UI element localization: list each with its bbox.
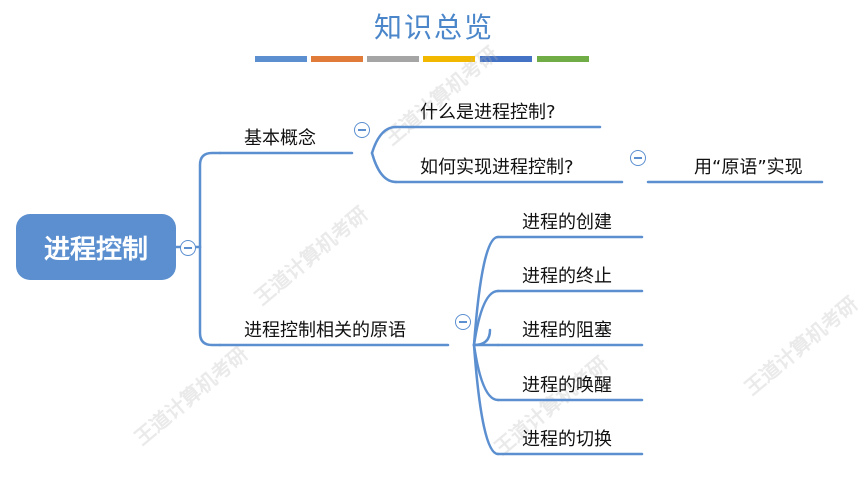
color-bar-5 bbox=[480, 56, 532, 62]
node-process-termination[interactable]: 进程的终止 bbox=[522, 266, 612, 287]
color-bar-2 bbox=[311, 56, 363, 62]
collapse-icon[interactable] bbox=[455, 314, 471, 330]
node-how-to-implement[interactable]: 如何实现进程控制? bbox=[420, 157, 574, 178]
connector-b1-c2 bbox=[370, 151, 398, 184]
color-bar-6 bbox=[537, 56, 589, 62]
page-title: 知识总览 bbox=[373, 11, 494, 44]
collapse-icon[interactable] bbox=[180, 240, 196, 256]
connector-root-branch2 bbox=[198, 245, 222, 347]
connector-root-branch1 bbox=[198, 151, 222, 249]
connector-b2-c2 bbox=[472, 289, 500, 347]
node-process-blocking[interactable]: 进程的阻塞 bbox=[522, 320, 612, 341]
node-implement-with-primitives[interactable]: 用“原语”实现 bbox=[694, 157, 803, 178]
node-what-is-process-control[interactable]: 什么是进程控制? bbox=[420, 102, 556, 123]
connector-b2-c1 bbox=[472, 235, 500, 347]
node-process-switch[interactable]: 进程的切换 bbox=[522, 429, 612, 450]
node-process-creation[interactable]: 进程的创建 bbox=[522, 212, 612, 233]
connector-b2-c5 bbox=[472, 343, 500, 456]
branch-related-primitives[interactable]: 进程控制相关的原语 bbox=[244, 320, 406, 341]
branch-basic-concepts[interactable]: 基本概念 bbox=[244, 128, 316, 149]
collapse-icon[interactable] bbox=[630, 150, 646, 166]
color-bar-4 bbox=[423, 56, 475, 62]
collapse-icon[interactable] bbox=[354, 122, 370, 138]
connector-b1-c1 bbox=[370, 125, 398, 155]
root-node[interactable]: 进程控制 bbox=[16, 214, 176, 280]
color-bar-3 bbox=[367, 56, 419, 62]
color-bar-1 bbox=[255, 56, 307, 62]
node-process-wakeup[interactable]: 进程的唤醒 bbox=[522, 375, 612, 396]
root-node-label: 进程控制 bbox=[43, 234, 148, 265]
